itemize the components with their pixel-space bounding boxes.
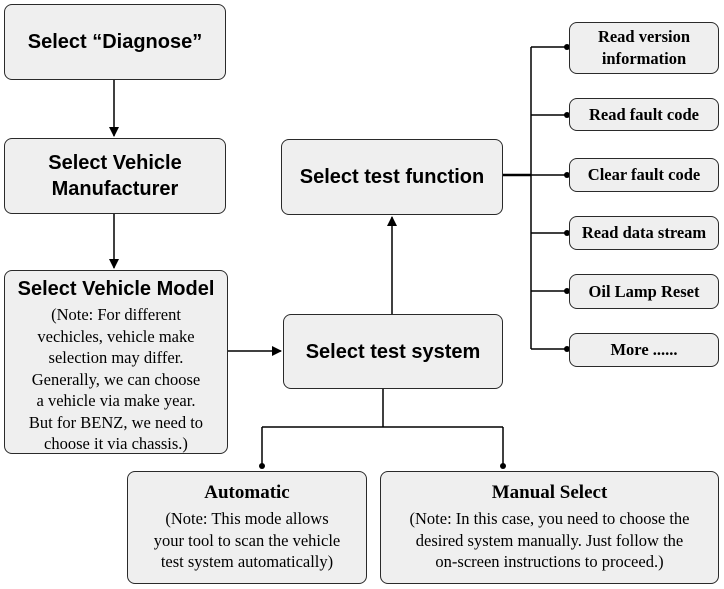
note-line: (Note: In this case, you need to choose … (409, 509, 690, 528)
note-line: test system automatically) (160, 552, 334, 571)
select-test-system-box[interactable]: Select test system (283, 314, 503, 389)
function-read-version-info[interactable]: Read version information (569, 22, 719, 74)
select-model-box[interactable]: Select Vehicle Model (Note: For differen… (4, 270, 228, 454)
function-oil-lamp-reset[interactable]: Oil Lamp Reset (569, 274, 719, 309)
function-label: More ...... (610, 340, 678, 359)
branch-dot-2 (564, 172, 570, 178)
note-line: on-screen instructions to proceed.) (435, 552, 664, 571)
select-manufacturer-box[interactable]: Select Vehicle Manufacturer (4, 138, 226, 214)
note-line: But for BENZ, we need to (28, 412, 204, 432)
note-line: (Note: For different (51, 305, 181, 324)
function-label: Read data stream (581, 223, 707, 242)
branch-dot-3 (564, 230, 570, 236)
dot-manual (500, 463, 506, 469)
note-line: desired system manually. Just follow the (415, 530, 684, 550)
branch-dot-0 (564, 44, 570, 50)
select-test-function-label: Select test function (299, 166, 485, 188)
note-line: a vehicle via make year. (36, 391, 196, 410)
select-manufacturer-line1: Select Vehicle (48, 152, 182, 174)
manual-select-title: Manual Select (491, 482, 608, 503)
note-line: (Note: This mode allows (165, 509, 329, 528)
function-read-fault-code[interactable]: Read fault code (569, 98, 719, 131)
function-label: information (601, 49, 687, 68)
function-label: Read version (597, 27, 691, 46)
function-read-data-stream[interactable]: Read data stream (569, 216, 719, 250)
function-label: Read fault code (589, 104, 699, 124)
note-line: choose it via chassis.) (44, 434, 188, 453)
select-model-title: Select Vehicle Model (17, 278, 215, 300)
select-diagnose-box[interactable]: Select “Diagnose” (4, 4, 226, 80)
function-label: Oil Lamp Reset (588, 281, 700, 301)
function-clear-fault-code[interactable]: Clear fault code (569, 158, 719, 192)
automatic-mode-box[interactable]: Automatic (Note: This mode allows your t… (127, 471, 367, 584)
select-manufacturer-line2: Manufacturer (51, 178, 179, 200)
note-line: Generally, we can choose (31, 369, 201, 389)
branch-dot-5 (564, 346, 570, 352)
function-label: Clear fault code (587, 165, 701, 184)
manual-select-note: (Note: In this case, you need to choose … (410, 508, 690, 573)
manual-select-box[interactable]: Manual Select (Note: In this case, you n… (380, 471, 719, 584)
function-more[interactable]: More ...... (569, 333, 719, 367)
automatic-mode-note: (Note: This mode allows your tool to sca… (154, 508, 341, 573)
select-diagnose-label: Select “Diagnose” (27, 31, 203, 53)
note-line: vechicles, vehicle make (37, 326, 195, 346)
note-line: your tool to scan the vehicle (153, 530, 341, 550)
branch-dot-4 (564, 288, 570, 294)
dot-automatic (259, 463, 265, 469)
automatic-mode-title: Automatic (204, 482, 290, 503)
select-test-function-box[interactable]: Select test function (281, 139, 503, 215)
note-line: selection may differ. (48, 348, 184, 367)
branch-dot-1 (564, 112, 570, 118)
select-test-system-label: Select test system (305, 340, 481, 363)
select-model-note: (Note: For different vechicles, vehicle … (29, 304, 203, 455)
